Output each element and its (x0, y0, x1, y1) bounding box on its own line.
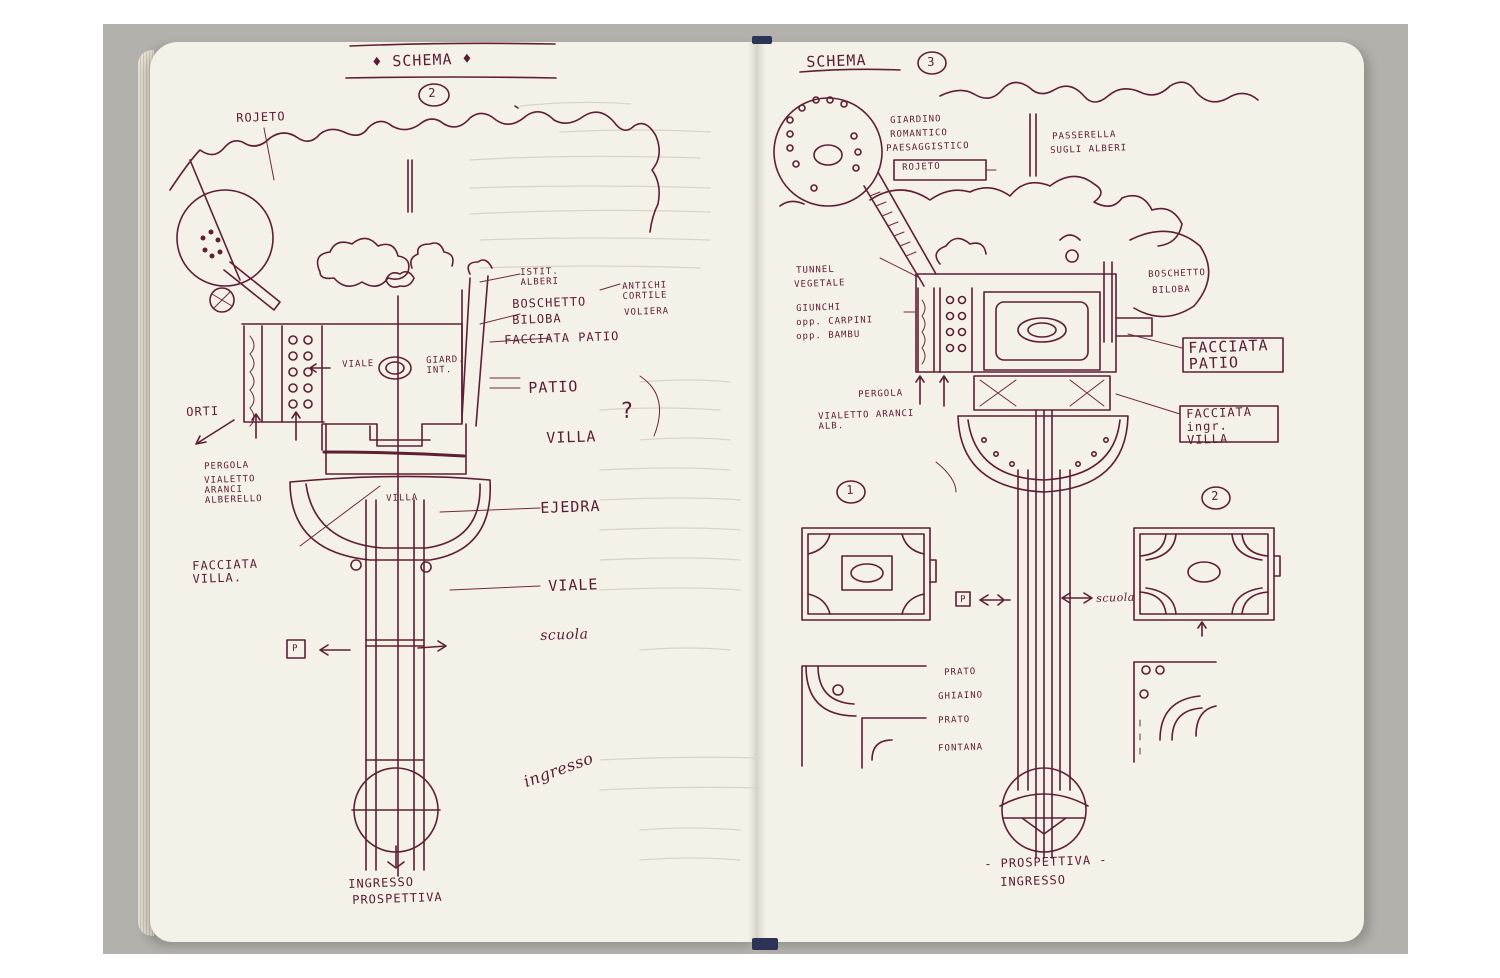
label-boschetto-left: BOSCHETTO (511, 294, 587, 311)
left-page-number: 2 (427, 85, 437, 100)
label-villa-left: VILLA (545, 427, 597, 447)
label-giunchi: GIUNCHI (796, 302, 842, 314)
label-prato-1: PRATO (944, 666, 977, 678)
label-giardino: GIARDINO (890, 114, 942, 126)
label-villa-small: VILLA (386, 492, 419, 504)
label-viale-small: VIALE (342, 358, 375, 370)
left-page (150, 42, 758, 942)
right-page-title: SCHEMA (805, 50, 867, 71)
label-tunnel: TUNNEL (796, 264, 835, 276)
left-page-title: ♦ SCHEMA ♦ (371, 49, 473, 71)
label-ghiaino: GHIAINO (938, 690, 984, 702)
label-vialetto-left: VIALETTO ARANCI ALBERELLO (204, 474, 263, 506)
label-fontana: FONTANA (938, 742, 984, 754)
label-roseto-right: ROJETO (902, 161, 941, 173)
label-pergola-right: PERGOLA (858, 388, 904, 400)
label-ingresso-right: INGRESSO (999, 872, 1067, 889)
detail-plan-2 (1133, 661, 1217, 763)
variant-1-plan (801, 527, 937, 621)
label-viale: VIALE (547, 575, 599, 595)
label-scuola-right: scuola (1096, 590, 1136, 605)
right-plan-sketch (773, 51, 1284, 859)
variant-2-number: 2 (1210, 488, 1220, 503)
bleed-through-text (469, 101, 761, 861)
left-plan-sketch (169, 42, 661, 877)
label-roseto-left: ROJETO (235, 109, 286, 125)
variant-1-number: 1 (845, 482, 855, 497)
label-facciata-villa-left: FACCIATA VILLA. (191, 556, 259, 586)
label-vialetto-right: VIALETTO ARANCI ALB. (818, 408, 915, 432)
label-voliera: VOLIERA (624, 306, 670, 318)
variant-2-plan (1133, 527, 1281, 621)
label-facciata-patio-right: FACCIATA PATIO (1187, 336, 1269, 373)
detail-plan-1 (801, 665, 927, 769)
label-esedra: EJEDRA (539, 496, 601, 517)
parking-right: P (960, 594, 967, 605)
label-orti: ORTI (185, 403, 220, 419)
label-pergola-left: PERGOLA (204, 460, 250, 472)
notebook-band-top (752, 36, 772, 44)
label-patio: PATIO (527, 377, 579, 397)
label-biloba-right: BILOBA (1152, 284, 1191, 296)
label-biloba-left: BILOBA (511, 311, 562, 327)
label-romantico: ROMANTICO (890, 127, 949, 140)
label-prato-2: PRATO (938, 714, 971, 726)
label-boschetto-right: BOSCHETTO (1148, 267, 1207, 280)
label-facciata-villa-right: FACCIATA ingr. VILLA (1185, 404, 1253, 447)
label-scuola-left: scuola (539, 626, 589, 644)
label-istit-alberi: ISTIT. ALBERI (520, 266, 560, 288)
label-ingresso-left: INGRESSO (347, 874, 415, 891)
label-antichi-cortile: ANTICHI CORTILE (622, 280, 668, 302)
label-vegetale: VEGETALE (794, 278, 846, 290)
parking-left: P (292, 643, 299, 654)
right-page-number: 3 (926, 54, 936, 69)
notebook-gutter (748, 42, 766, 942)
label-question: ? (619, 398, 635, 424)
notebook-band-bottom (752, 938, 778, 950)
label-giard-int: GIARD. INT. (426, 354, 465, 376)
